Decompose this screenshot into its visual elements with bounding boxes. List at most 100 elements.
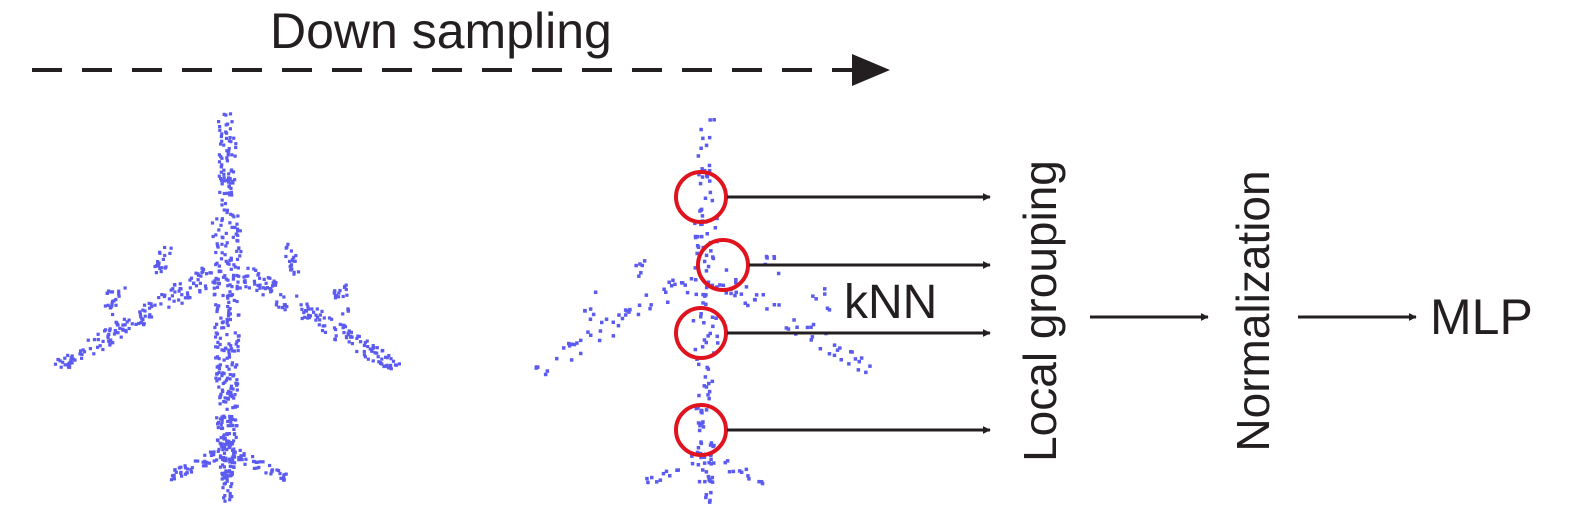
point-cloud-point [235, 222, 239, 226]
point-cloud-point [149, 302, 153, 306]
point-cloud-point [697, 428, 702, 433]
point-cloud-point [218, 417, 223, 421]
point-cloud-point [215, 285, 220, 289]
point-cloud-point [224, 130, 228, 134]
point-cloud-point [216, 449, 220, 453]
point-cloud-point [234, 342, 238, 346]
point-cloud-point [227, 439, 231, 443]
point-cloud-point [230, 153, 234, 157]
point-cloud-point [734, 290, 738, 295]
point-cloud-point [163, 253, 167, 258]
point-cloud-point [294, 254, 298, 258]
point-cloud-point [170, 294, 174, 298]
point-cloud-point [180, 293, 184, 297]
point-cloud-point [228, 290, 232, 294]
point-cloud-point [708, 443, 713, 447]
point-cloud-point [215, 379, 219, 383]
point-cloud-point [200, 266, 204, 270]
point-cloud-point [189, 468, 193, 472]
point-cloud-point [226, 314, 231, 318]
point-cloud-point [704, 285, 709, 290]
point-cloud-point [708, 190, 713, 195]
point-cloud-point [140, 317, 144, 321]
point-cloud-point [355, 349, 359, 354]
point-cloud-point [623, 313, 628, 317]
point-cloud-point [234, 418, 238, 422]
point-cloud-point [217, 160, 222, 164]
point-cloud-point [106, 303, 110, 307]
point-cloud-point [231, 448, 235, 452]
point-cloud-point [108, 327, 112, 331]
point-cloud-point [389, 357, 393, 361]
point-cloud-point [53, 362, 58, 366]
point-cloud-point [362, 343, 366, 348]
point-cloud-point [712, 461, 716, 465]
point-cloud-point [701, 425, 706, 429]
point-cloud-point [362, 353, 366, 357]
point-cloud-point [214, 250, 218, 255]
point-cloud-point [112, 299, 116, 303]
point-cloud-point [71, 357, 75, 361]
point-cloud-point [704, 495, 708, 500]
point-cloud-point [231, 277, 235, 281]
point-cloud-point [222, 168, 226, 172]
point-cloud-point [235, 363, 239, 367]
point-cloud-point [234, 381, 238, 385]
point-cloud-point [279, 293, 283, 297]
point-cloud-point [349, 335, 353, 339]
point-cloud-point [217, 264, 221, 268]
point-cloud-point [234, 232, 238, 236]
point-cloud-point [709, 441, 714, 445]
point-cloud-point [664, 469, 669, 474]
point-cloud-point [138, 310, 142, 314]
point-cloud-point [611, 320, 615, 324]
point-cloud-point [212, 286, 216, 290]
point-cloud-point [371, 359, 375, 363]
point-cloud-point [212, 453, 216, 457]
point-cloud-point [222, 496, 226, 500]
point-cloud-point [217, 447, 221, 451]
point-cloud-point [215, 355, 220, 359]
point-cloud-point [649, 303, 653, 307]
point-cloud-point [346, 331, 350, 335]
point-cloud-point [708, 118, 712, 122]
point-cloud-point [163, 245, 167, 250]
point-cloud-point [101, 339, 105, 343]
point-cloud-point [694, 292, 698, 297]
point-cloud-point [220, 139, 224, 143]
point-cloud-point [124, 330, 128, 334]
point-cloud-point [700, 214, 705, 218]
point-cloud-point [73, 358, 77, 362]
point-cloud-point [229, 347, 234, 351]
point-cloud-point [220, 348, 224, 352]
point-cloud-point [295, 294, 299, 298]
point-cloud-point [254, 460, 258, 464]
point-cloud-point [330, 317, 334, 321]
point-cloud-point [223, 396, 227, 400]
point-cloud-point [697, 362, 701, 367]
point-cloud-point [729, 291, 733, 296]
point-cloud-point [583, 309, 587, 313]
point-cloud-point [754, 293, 759, 297]
point-cloud-point [288, 259, 292, 263]
point-cloud-point [198, 281, 202, 285]
point-cloud-point [702, 461, 707, 465]
downsampling-label: Down sampling [270, 3, 612, 59]
point-cloud-point [219, 316, 223, 320]
point-cloud-point [225, 241, 229, 245]
point-cloud-point [284, 246, 288, 250]
point-cloud-point [368, 347, 372, 351]
point-cloud-point [567, 341, 571, 346]
point-cloud-point [81, 348, 85, 352]
point-cloud-point [266, 276, 270, 280]
point-cloud-point [167, 305, 171, 309]
point-cloud-point [183, 464, 187, 468]
point-cloud-point [218, 125, 222, 129]
point-cloud-point [226, 323, 230, 328]
point-cloud-point [217, 367, 222, 371]
point-cloud-point [236, 229, 240, 233]
point-cloud-point [231, 349, 235, 353]
point-cloud-point [227, 350, 231, 354]
point-cloud-point [217, 120, 221, 124]
